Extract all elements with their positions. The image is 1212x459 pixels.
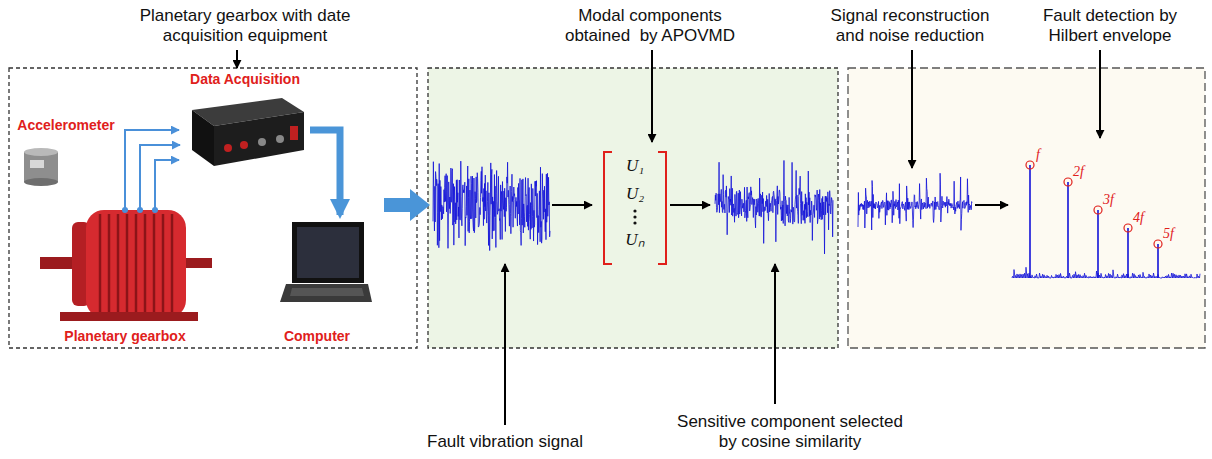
callout-label: Signal reconstruction and noise reductio…	[820, 6, 1000, 46]
sensor-dot	[122, 207, 128, 213]
callout-arrow	[774, 264, 776, 404]
callout-label: Modal components obtained by APOVMD	[560, 6, 740, 46]
computer-node: Computer	[262, 215, 372, 345]
reconstructed-wave	[858, 173, 972, 230]
component-name: Planetary gearbox	[64, 327, 185, 345]
frequency-label: 3f	[1103, 192, 1114, 207]
ellipsis-dot	[633, 221, 636, 224]
dashed-panel	[428, 68, 838, 348]
callout-arrow	[1099, 50, 1101, 138]
peak-marker	[1094, 206, 1102, 214]
accelerometer-node: Accelerometer	[12, 116, 120, 188]
dashed-panel	[9, 68, 417, 348]
callout-arrow	[504, 264, 506, 425]
mode-symbol: Uₙ	[600, 230, 670, 249]
gearbox-node: Planetary gearbox	[30, 210, 220, 345]
ellipsis-dot	[633, 215, 636, 218]
bracket	[604, 152, 612, 264]
spectrum-peak	[1157, 244, 1159, 278]
spectrum-baseline	[1012, 267, 1200, 278]
peak-marker	[1064, 178, 1072, 186]
accelerometer-icon	[24, 148, 58, 186]
gearbox-rib	[135, 214, 138, 314]
frequency-label: 4f	[1133, 210, 1144, 225]
peak-marker	[1154, 240, 1162, 248]
callout-arrow	[651, 50, 653, 142]
gearbox-rib	[144, 214, 147, 314]
callout-arrow	[236, 50, 238, 68]
frequency-label: 5f	[1163, 226, 1174, 241]
dashed-panel	[848, 68, 1205, 348]
flow-arrow	[975, 204, 1008, 206]
bracket	[658, 152, 666, 264]
callout-label: Fault vibration signal	[427, 432, 583, 452]
callout-label: Planetary gearbox with date acquisition …	[130, 6, 360, 46]
gearbox-rib	[171, 214, 174, 314]
frequency-label: 2f	[1073, 164, 1084, 179]
spectrum-peak	[1127, 228, 1129, 278]
spectrum-peak	[1029, 165, 1031, 278]
sensor-wire	[155, 160, 179, 210]
frequency-label: f	[1036, 147, 1040, 162]
component-name: Computer	[284, 327, 350, 345]
signal-connector	[140, 145, 180, 210]
daq-device	[192, 98, 304, 166]
sensor-dot	[152, 207, 158, 213]
gearbox-rib	[126, 214, 129, 314]
laptop-icon	[280, 222, 372, 302]
peak-marker	[1026, 161, 1034, 169]
gearbox-rib	[99, 214, 102, 314]
sensor-wire	[125, 130, 179, 210]
ellipsis-dot	[633, 209, 636, 212]
component-name: Data Acquisition	[190, 70, 300, 88]
fault-signal-wave	[433, 161, 550, 250]
gearbox-rib	[153, 214, 156, 314]
flow-arrow	[552, 204, 592, 206]
mode-symbol: U₁	[600, 156, 670, 175]
modal-bracket: U₁ U₂ Uₙ	[600, 150, 670, 268]
daq-node: Data Acquisition	[180, 70, 310, 172]
component-name: Accelerometer	[17, 116, 114, 134]
peak-marker	[1124, 224, 1132, 232]
flow-arrow	[670, 204, 710, 206]
callout-label: Fault detection by Hilbert envelope	[1028, 6, 1193, 46]
sensitive-component-wave	[715, 160, 833, 254]
gearbox-rib	[108, 214, 111, 314]
mode-symbol: U₂	[600, 184, 670, 203]
callout-arrow	[911, 50, 913, 168]
spectrum-peak	[1097, 210, 1099, 278]
flow-arrow	[384, 189, 430, 221]
gearbox-rib	[117, 214, 120, 314]
callout-label: Sensitive component selected by cosine s…	[668, 412, 913, 452]
gearbox-rib	[162, 214, 165, 314]
gearbox-illustration	[40, 210, 212, 321]
spectrum-peak	[1067, 182, 1069, 278]
signal-connector	[310, 130, 340, 215]
